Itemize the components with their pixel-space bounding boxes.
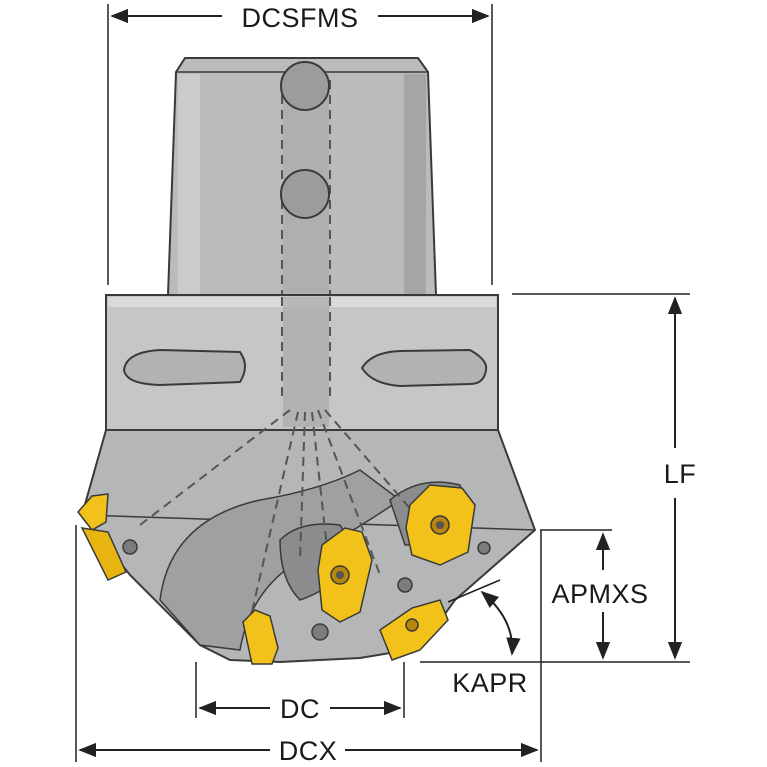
- screw-hole: [311, 623, 329, 641]
- label-dcx: DCX: [279, 736, 338, 766]
- label-dc: DC: [280, 694, 320, 724]
- shank: [166, 57, 438, 300]
- screw-hole: [477, 541, 491, 555]
- label-lf: LF: [664, 459, 697, 489]
- drive-slot-left: [122, 348, 246, 387]
- insert-right: [405, 484, 476, 566]
- label-dcsfms: DCSFMS: [242, 3, 359, 33]
- coolant-hole-lower: [280, 169, 330, 219]
- dimension-lines: [75, 4, 690, 762]
- insert-bottom-left: [242, 609, 279, 665]
- screw-hole: [397, 577, 413, 593]
- insert-bottom-right: [379, 599, 449, 661]
- drive-slot-right: [360, 348, 488, 388]
- label-apmxs: APMXS: [551, 579, 648, 609]
- label-kapr: KAPR: [452, 668, 528, 698]
- screw-hole: [122, 539, 138, 555]
- insert-left: [77, 493, 127, 581]
- flange: [105, 294, 499, 431]
- coolant-hole-upper: [280, 61, 330, 111]
- cutter-head: [80, 409, 537, 664]
- insert-center: [317, 527, 373, 623]
